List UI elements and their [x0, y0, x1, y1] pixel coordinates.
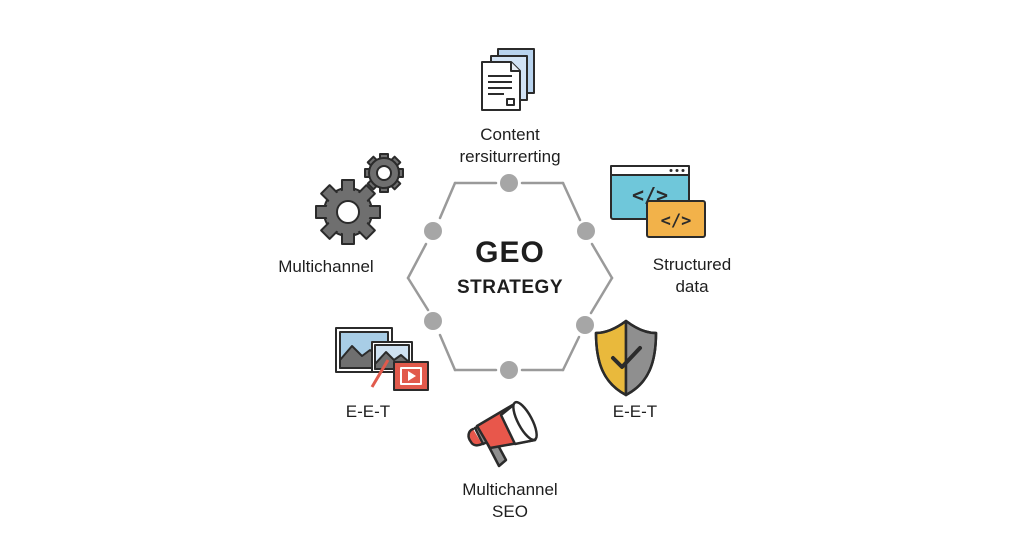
- hexagon-edge: [406, 242, 428, 280]
- hexagon-edge: [438, 333, 457, 372]
- hexagon-edge: [590, 242, 614, 280]
- connector-dot: [577, 222, 595, 240]
- hexagon-edge: [589, 276, 614, 315]
- label-line: Structured: [652, 255, 732, 274]
- label-line: data: [675, 277, 709, 296]
- connector-dot: [424, 312, 442, 330]
- large-gear: [315, 179, 381, 245]
- hexagon-dots: [424, 174, 595, 379]
- shield-check-icon: [594, 319, 658, 397]
- hexagon-edge: [561, 335, 581, 372]
- center-subtitle: STRATEGY: [456, 277, 564, 298]
- media-gallery-icon: [335, 327, 429, 391]
- label-line: Content: [480, 125, 540, 144]
- documents-icon: [481, 48, 535, 111]
- hexagon-edge: [561, 181, 582, 222]
- megaphone-icon: [467, 400, 538, 468]
- label-line: SEO: [492, 502, 528, 521]
- node-label-eet-right: E-E-T: [585, 401, 685, 423]
- gears-icon: [315, 153, 404, 245]
- svg-text:</>: </>: [661, 211, 692, 231]
- code-window-icon: </> </>: [610, 165, 706, 238]
- label-line: E-E-T: [345, 402, 391, 421]
- connector-dot: [500, 361, 518, 379]
- hexagon-frame: [406, 181, 614, 372]
- label-line: Multichannel: [278, 257, 374, 276]
- hexagon-edge: [406, 276, 430, 312]
- label-line: E-E-T: [612, 402, 658, 421]
- connector-dot: [576, 316, 594, 334]
- node-label-content: Content rersiturrerting: [440, 124, 580, 168]
- node-label-eet-left: E-E-T: [318, 401, 418, 423]
- label-line: rersiturrerting: [459, 147, 561, 166]
- node-label-multichannel: Multichannel: [256, 256, 396, 278]
- hexagon-edge: [438, 181, 457, 220]
- label-line: Multichannel: [462, 480, 558, 499]
- node-label-multichannel-seo: Multichannel SEO: [440, 479, 580, 523]
- connector-dot: [424, 222, 442, 240]
- connector-dot: [500, 174, 518, 192]
- center-title: GEO: [475, 236, 545, 269]
- node-label-structured-data: Structured data: [622, 254, 762, 298]
- small-gear: [364, 153, 404, 193]
